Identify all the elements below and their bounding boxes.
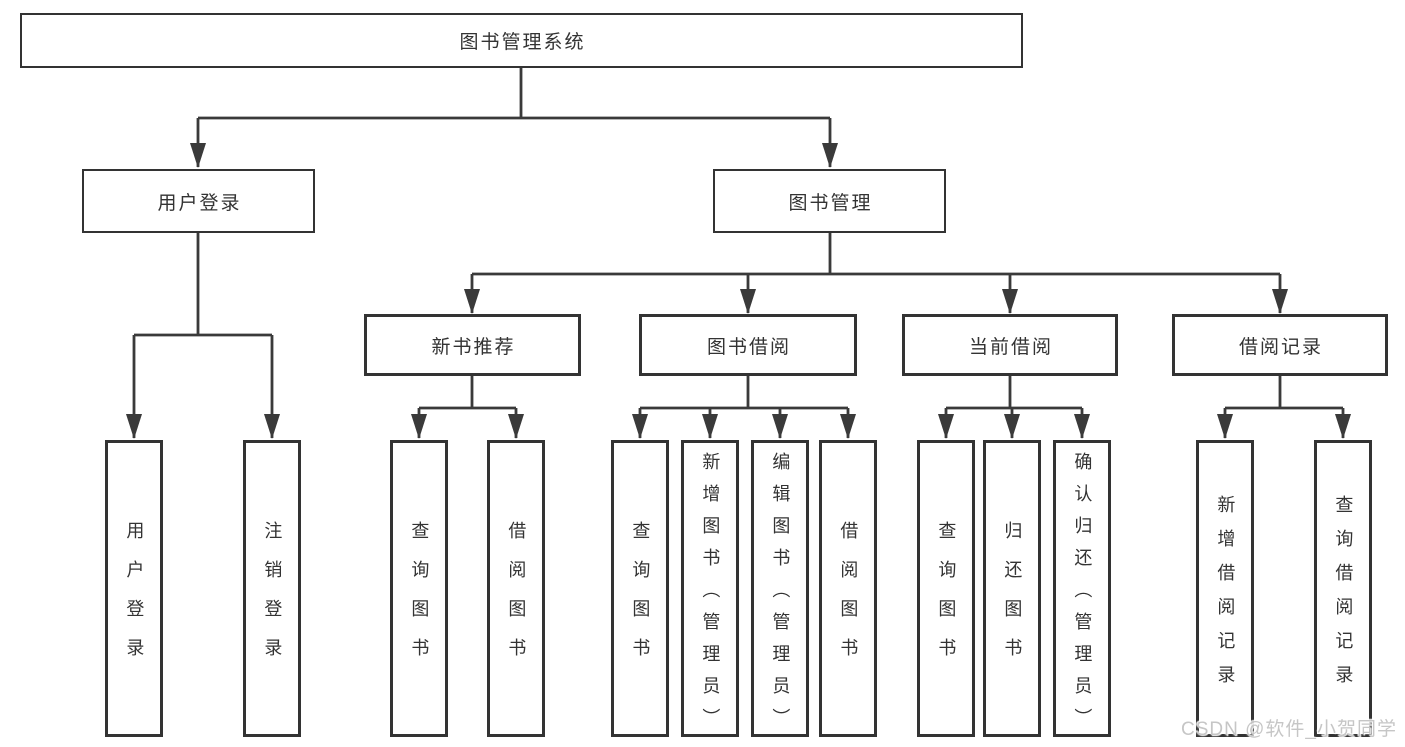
- node-new-book-recommend: 新书推荐: [364, 314, 581, 376]
- node-book-management: 图书管理: [713, 169, 946, 233]
- leaf-nb-borrow-books-label: 借阅图书: [506, 521, 527, 677]
- leaf-nb-query-books-label: 查询图书: [409, 521, 430, 677]
- leaf-logout-label: 注销登录: [262, 521, 283, 677]
- leaf-bb-query-books: 查询图书: [611, 440, 669, 737]
- leaf-br-add-record: 新增借阅记录: [1196, 440, 1254, 737]
- leaf-user-login: 用户登录: [105, 440, 163, 737]
- node-current-borrowing-label: 当前借阅: [968, 336, 1053, 358]
- leaf-br-add-record-label: 新增借阅记录: [1215, 494, 1236, 699]
- node-root: 图书管理系统: [20, 13, 1023, 68]
- leaf-cb-return-books-label: 归还图书: [1002, 521, 1023, 677]
- leaf-cb-confirm-return-admin-label: 确认归还（管理员）: [1072, 451, 1093, 740]
- node-book-management-label: 图书管理: [788, 192, 873, 214]
- leaf-bb-add-books-admin: 新增图书（管理员）: [681, 440, 739, 740]
- leaf-user-login-label: 用户登录: [124, 521, 145, 677]
- leaf-bb-borrow-books-label: 借阅图书: [838, 521, 859, 677]
- csdn-watermark: CSDN @软件_小贺同学: [1181, 719, 1397, 740]
- node-current-borrowing: 当前借阅: [902, 314, 1118, 376]
- leaf-nb-query-books: 查询图书: [390, 440, 448, 737]
- leaf-cb-query-books-label: 查询图书: [936, 521, 957, 677]
- leaf-bb-add-books-admin-label: 新增图书（管理员）: [700, 451, 721, 740]
- node-book-borrowing-label: 图书借阅: [706, 336, 791, 358]
- leaf-bb-borrow-books: 借阅图书: [819, 440, 877, 737]
- leaf-cb-confirm-return-admin: 确认归还（管理员）: [1053, 440, 1111, 740]
- leaf-logout: 注销登录: [243, 440, 301, 737]
- node-borrowing-records: 借阅记录: [1172, 314, 1388, 376]
- node-new-book-recommend-label: 新书推荐: [431, 336, 516, 358]
- leaf-cb-query-books: 查询图书: [917, 440, 975, 737]
- leaf-nb-borrow-books: 借阅图书: [487, 440, 545, 737]
- leaf-br-query-record-label: 查询借阅记录: [1333, 494, 1354, 699]
- leaf-cb-return-books: 归还图书: [983, 440, 1041, 737]
- node-root-label: 图书管理系统: [459, 32, 586, 53]
- node-borrowing-records-label: 借阅记录: [1238, 336, 1323, 358]
- leaf-bb-edit-books-admin: 编辑图书（管理员）: [751, 440, 809, 740]
- leaf-br-query-record: 查询借阅记录: [1314, 440, 1372, 737]
- node-user-login-label: 用户登录: [157, 192, 242, 214]
- node-user-login: 用户登录: [82, 169, 315, 233]
- leaf-bb-edit-books-admin-label: 编辑图书（管理员）: [770, 451, 791, 740]
- leaf-bb-query-books-label: 查询图书: [630, 521, 651, 677]
- node-book-borrowing: 图书借阅: [639, 314, 857, 376]
